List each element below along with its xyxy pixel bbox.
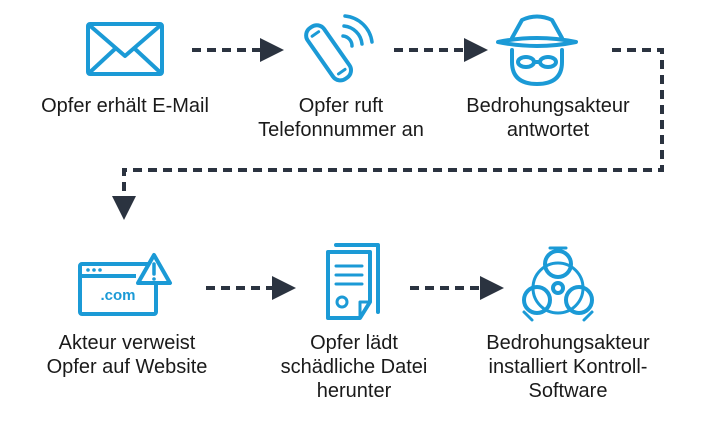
step-5-label-line-1: Opfer lädt: [310, 332, 398, 354]
step-2-label: Opfer ruft Telefonnummer an: [236, 94, 446, 142]
website-domain-label: .com: [100, 287, 135, 304]
hacker-spy-icon: [496, 14, 578, 86]
step-3-label-line-2: antwortet: [506, 119, 590, 141]
step-4-label-line-2: Opfer auf Website: [46, 356, 208, 378]
step-3-label: Bedrohungsakteur antwortet: [448, 94, 648, 142]
step-1-label: Opfer erhält E-Mail: [22, 94, 228, 118]
step-4-label: Akteur verweist Opfer auf Website: [24, 331, 230, 379]
step-4-label-line-1: Akteur verweist: [58, 332, 196, 354]
step-2-label-line-1: Opfer ruft: [298, 95, 384, 117]
step-3-label-line-1: Bedrohungsakteur: [466, 95, 630, 117]
phone-call-icon: [304, 14, 374, 83]
envelope-icon: [86, 22, 164, 76]
website-warning-icon: .com: [78, 253, 172, 316]
document-download-icon: [326, 243, 380, 320]
step-2-label-line-2: Telefonnummer an: [258, 119, 424, 141]
step-6-label-line-2: installiert Kontroll-: [488, 356, 648, 378]
connector-arrow-3: [112, 48, 664, 220]
step-1-label-line-1: Opfer erhält E-Mail: [41, 95, 209, 117]
step-5-label-line-3: herunter: [316, 380, 392, 402]
step-5-label-line-2: schädliche Datei: [280, 356, 428, 378]
step-6-label-line-1: Bedrohungsakteur: [486, 332, 650, 354]
biohazard-icon: [522, 246, 594, 322]
step-6-label-line-3: Software: [528, 380, 608, 402]
step-6-label: Bedrohungsakteur installiert Kontroll- S…: [464, 331, 672, 403]
step-5-label: Opfer lädt schädliche Datei herunter: [254, 331, 454, 403]
